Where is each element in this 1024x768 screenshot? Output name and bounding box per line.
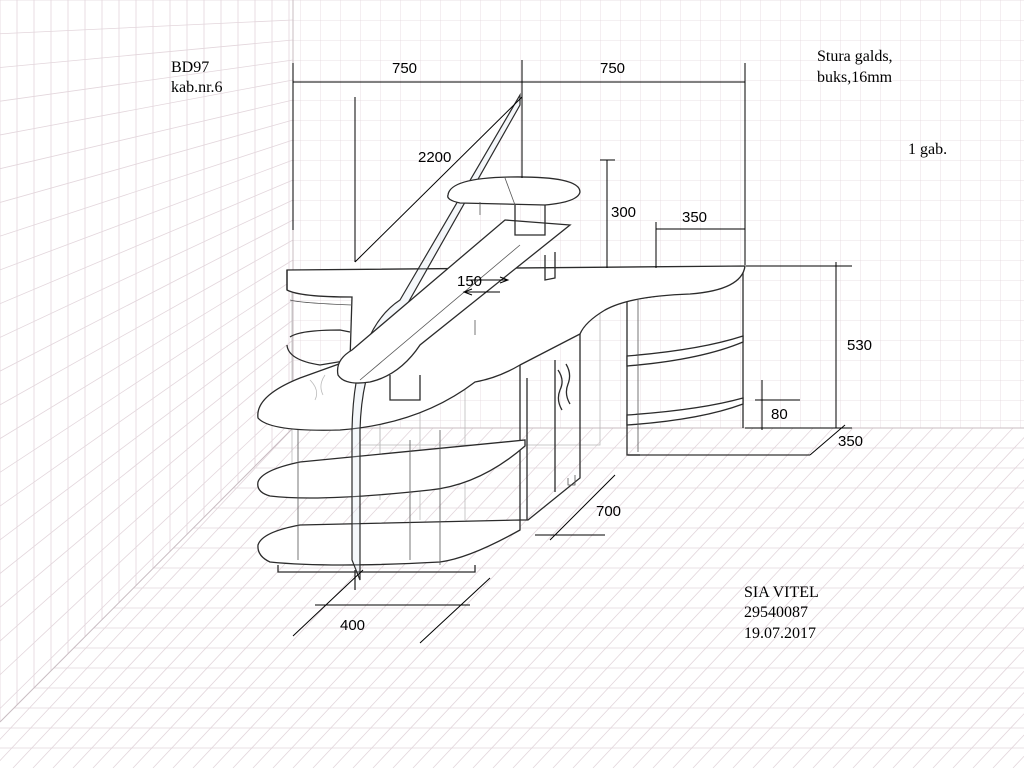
dim-front-width: 400 [340,617,365,634]
floor-edge-left [0,427,294,723]
dim-counter-height: 530 [847,337,872,354]
quantity-label: 1 gab. [908,141,947,158]
dim-cabinet-depth: 700 [596,503,621,520]
dim-top-shelf-offset: 150 [457,273,482,290]
door-handle-left [557,369,563,411]
door-handle-right [565,363,571,405]
left-shelf-unit [257,299,526,573]
left-shelf-bottom [257,519,521,566]
upper-long-shelf [336,219,572,384]
dim-side-depth-top: 350 [682,209,707,226]
dimension-lines [292,60,852,644]
top-oval-shelf [447,176,581,206]
dim-upper-shelf: 300 [611,204,636,221]
desk-drawing [257,92,746,590]
dim-height-total: 2200 [418,149,451,166]
company-phone: 29540087 [744,604,808,621]
material-line-1: Stura galds, [817,48,893,65]
cabinet-number: kab.nr.6 [171,79,223,96]
right-shelf-1 [626,335,744,367]
dim-width-right: 750 [600,60,625,77]
dim-plinth-height: 80 [771,406,788,423]
material-line-2: buks,16mm [817,69,893,86]
floor-grid [0,427,1024,768]
drawing-code: BD97 [171,59,209,76]
labels: BD97 kab.nr.6 Stura galds, buks,16mm 1 g… [171,48,947,642]
dim-width-left: 750 [392,60,417,77]
right-shelf-2 [626,397,744,426]
company-name: SIA VITEL [744,584,819,601]
dim-side-depth-bottom: 350 [838,433,863,450]
door-cabinet [519,334,581,521]
right-shelf-unit [626,271,744,456]
desk-top [257,265,746,431]
left-wall-grid [0,0,294,722]
drawing-date: 19.07.2017 [744,625,816,642]
left-shelf-middle [257,439,526,499]
